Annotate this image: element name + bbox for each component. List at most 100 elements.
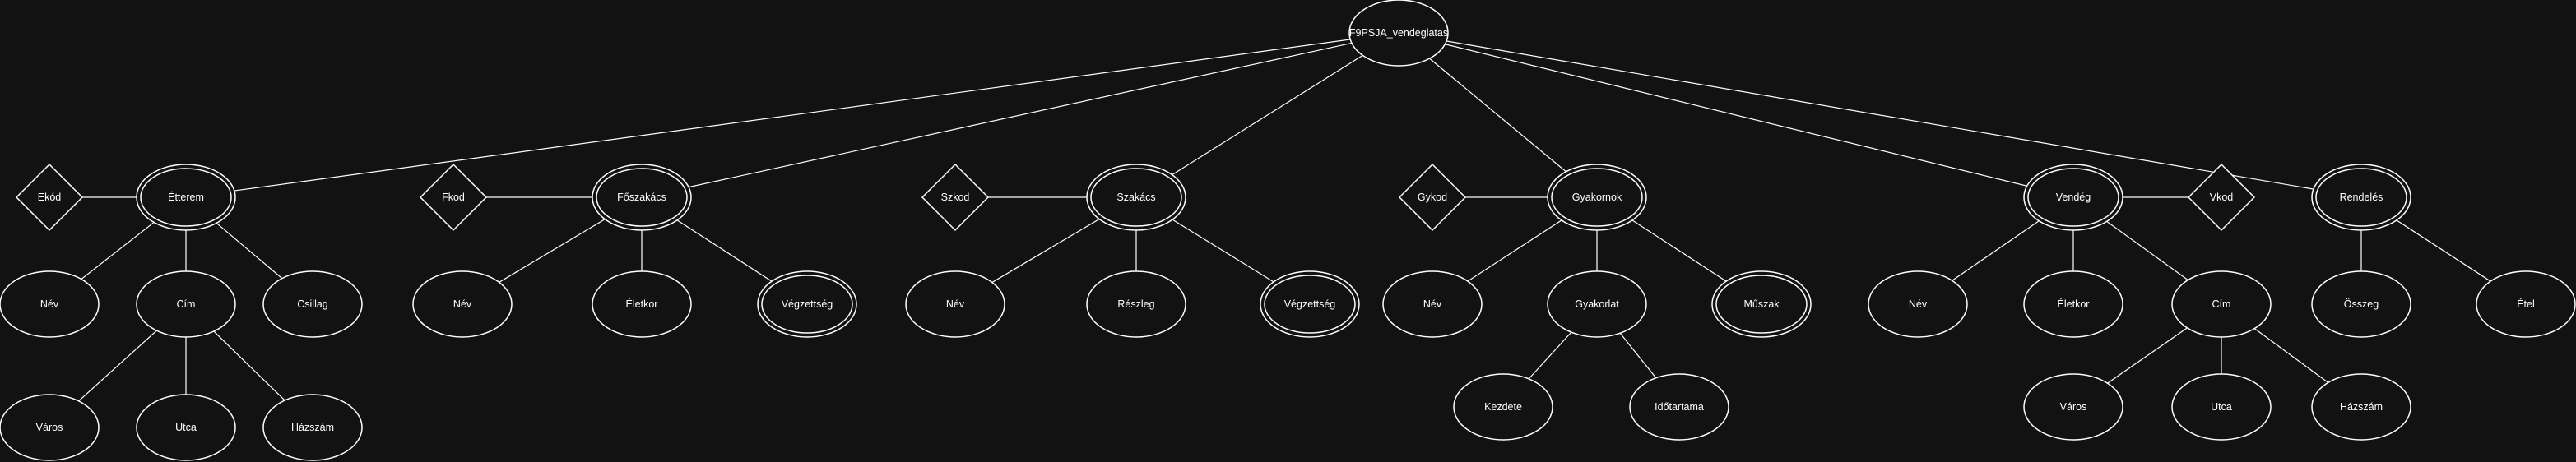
attribute-f_nev-shape xyxy=(412,270,513,338)
key-fkod-shape xyxy=(419,163,488,232)
attribute-e_csillag-label: Csillag xyxy=(297,298,328,310)
attribute-v_hazszam-shape xyxy=(2311,373,2411,441)
attribute-v_varos-label: Város xyxy=(2060,401,2087,413)
root-node[interactable]: F9PSJA_vendeglatas xyxy=(1348,0,1449,67)
entity-rendeles-inner-shape xyxy=(2315,168,2407,227)
entity-rendeles[interactable]: Rendelés xyxy=(2311,164,2411,231)
entity-foszakacs-inner-shape xyxy=(596,168,688,227)
entity-szakacs-inner-shape xyxy=(1090,168,1182,227)
attribute-e_cim-shape xyxy=(136,270,236,338)
entity-foszakacs[interactable]: Főszakács xyxy=(592,164,692,231)
attribute-v_hazszam[interactable]: Házszám xyxy=(2311,373,2411,441)
attribute-s_nev[interactable]: Név xyxy=(905,270,1005,338)
entity-etterem-label: Étterem xyxy=(168,191,204,203)
attribute-s_reszleg-shape xyxy=(1086,270,1186,338)
attribute-g_idotartama-shape xyxy=(1629,373,1729,441)
entity-gyakornok-label: Gyakornok xyxy=(1572,192,1622,203)
key-szkod-shape xyxy=(921,163,990,232)
key-szkod[interactable]: Szkod xyxy=(921,163,990,232)
attribute-e_varos[interactable]: Város xyxy=(0,394,100,461)
attribute-e_hazszam-label: Házszám xyxy=(291,422,334,433)
attribute-g_muszak-label: Műszak xyxy=(1743,298,1780,310)
attribute-s_vegzettseg-inner-shape xyxy=(1264,275,1356,334)
entity-vendeg[interactable]: Vendég xyxy=(2023,164,2123,231)
attribute-v_nev[interactable]: Név xyxy=(1868,270,1968,338)
edge-root-foszakacs xyxy=(641,32,1399,198)
attribute-e_hazszam[interactable]: Házszám xyxy=(262,394,363,461)
attribute-s_nev-label: Név xyxy=(946,298,965,310)
attribute-g_nev[interactable]: Név xyxy=(1382,270,1483,338)
attribute-g_kezdete-label: Kezdete xyxy=(1484,401,1522,413)
attribute-e_varos-shape xyxy=(0,394,100,461)
attribute-v_cim[interactable]: Cím xyxy=(2171,270,2272,338)
attribute-g_gyakorlat-label: Gyakorlat xyxy=(1575,298,1619,310)
attribute-g_gyakorlat[interactable]: Gyakorlat xyxy=(1547,270,1647,338)
entity-szakacs[interactable]: Szakács xyxy=(1086,164,1186,231)
attribute-g_muszak-inner-shape xyxy=(1715,275,1808,334)
attribute-f_nev-label: Név xyxy=(453,298,472,310)
root-node-shape xyxy=(1348,0,1449,67)
attribute-v_utca[interactable]: Utca xyxy=(2171,373,2272,441)
attribute-g_nev-shape xyxy=(1382,270,1483,338)
entity-etterem[interactable]: Étterem xyxy=(136,164,236,231)
key-gykod-shape xyxy=(1398,163,1467,232)
attribute-v_nev-label: Név xyxy=(1909,298,1928,310)
attribute-f_eletkor-label: Életkor xyxy=(626,298,658,310)
attribute-g_idotartama[interactable]: Időtartama xyxy=(1629,373,1729,441)
attribute-v_nev-shape xyxy=(1868,270,1968,338)
attribute-g_nev-label: Név xyxy=(1423,298,1442,310)
attribute-v_eletkor[interactable]: Életkor xyxy=(2023,270,2123,338)
attribute-e_csillag-shape xyxy=(262,270,363,338)
attribute-g_muszak[interactable]: Műszak xyxy=(1711,270,1812,338)
attribute-r_osszeg-label: Összeg xyxy=(2344,298,2379,310)
attribute-r_etel[interactable]: Étel xyxy=(2476,270,2576,338)
edges-layer xyxy=(49,32,2527,428)
attribute-e_cim[interactable]: Cím xyxy=(136,270,236,338)
attribute-f_vegzettseg[interactable]: Végzettség xyxy=(757,270,857,338)
attribute-s_reszleg-label: Részleg xyxy=(1117,298,1154,310)
entity-vendeg-inner-shape xyxy=(2027,168,2119,227)
attribute-e_cim-label: Cím xyxy=(177,298,196,310)
edge-root-szakacs xyxy=(1135,32,1399,198)
attribute-f_vegzettseg-inner-shape xyxy=(761,275,853,334)
edge-root-etterem xyxy=(185,32,1399,198)
attribute-v_utca-label: Utca xyxy=(2211,401,2232,413)
attribute-e_hazszam-shape xyxy=(262,394,363,461)
root-node-label: F9PSJA_vendeglatas xyxy=(1349,27,1448,39)
key-gykod-label: Gykod xyxy=(1418,192,1447,203)
attribute-e_csillag[interactable]: Csillag xyxy=(262,270,363,338)
entity-foszakacs-label: Főszakács xyxy=(617,192,666,203)
attribute-v_varos[interactable]: Város xyxy=(2023,373,2123,441)
attribute-f_eletkor-shape xyxy=(592,270,692,338)
attribute-v_varos-shape xyxy=(2023,373,2123,441)
key-ekod[interactable]: Ekód xyxy=(15,163,84,232)
attribute-v_eletkor-shape xyxy=(2023,270,2123,338)
entity-szakacs-label: Szakács xyxy=(1116,192,1155,203)
entity-gyakornok[interactable]: Gyakornok xyxy=(1547,164,1647,231)
attribute-v_utca-shape xyxy=(2171,373,2272,441)
key-ekod-shape xyxy=(15,163,84,232)
attribute-f_eletkor[interactable]: Életkor xyxy=(592,270,692,338)
attribute-g_kezdete[interactable]: Kezdete xyxy=(1453,373,1553,441)
attribute-e_varos-label: Város xyxy=(36,422,63,433)
attribute-r_etel-shape xyxy=(2476,270,2576,338)
attribute-r_etel-label: Étel xyxy=(2517,298,2535,310)
edge-root-vendeg xyxy=(1398,32,2074,198)
key-vkod[interactable]: Vkod xyxy=(2187,163,2256,232)
attribute-r_osszeg[interactable]: Összeg xyxy=(2311,270,2411,338)
attribute-e_nev[interactable]: Név xyxy=(0,270,100,338)
key-gykod[interactable]: Gykod xyxy=(1398,163,1467,232)
attribute-s_vegzettseg[interactable]: Végzettség xyxy=(1260,270,1360,338)
attribute-v_cim-shape xyxy=(2171,270,2272,338)
entity-gyakornok-inner-shape xyxy=(1551,168,1643,227)
attribute-v_cim-label: Cím xyxy=(2212,298,2231,310)
attribute-v_eletkor-label: Életkor xyxy=(2058,298,2090,310)
key-ekod-label: Ekód xyxy=(38,192,62,203)
key-fkod[interactable]: Fkod xyxy=(419,163,488,232)
attribute-f_nev[interactable]: Név xyxy=(412,270,513,338)
entity-vendeg-label: Vendég xyxy=(2056,192,2091,203)
attribute-s_reszleg[interactable]: Részleg xyxy=(1086,270,1186,338)
attribute-v_hazszam-label: Házszám xyxy=(2340,401,2383,413)
attribute-e_utca[interactable]: Utca xyxy=(136,394,236,461)
